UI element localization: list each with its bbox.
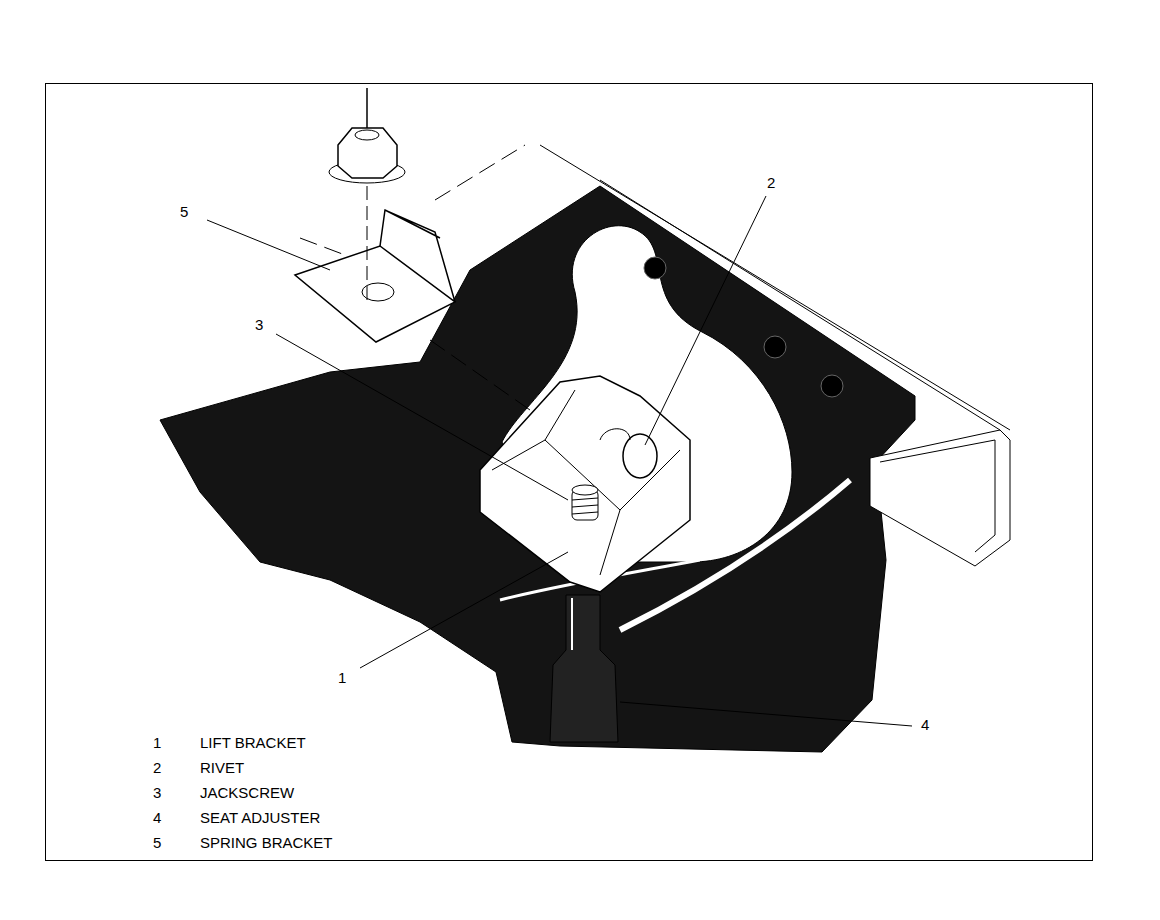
leader-line bbox=[360, 552, 568, 668]
rail-hole bbox=[821, 375, 843, 397]
callout-number: 2 bbox=[767, 174, 775, 192]
rivet bbox=[623, 434, 657, 478]
callout-number: 3 bbox=[255, 316, 263, 334]
leader-line bbox=[207, 220, 330, 270]
part-name: SEAT ADJUSTER bbox=[200, 809, 320, 827]
seat-adjuster bbox=[571, 598, 573, 650]
callout-number: 5 bbox=[180, 203, 188, 221]
key-number: 1 bbox=[153, 734, 161, 752]
part-name: RIVET bbox=[200, 759, 244, 777]
leader-line bbox=[276, 334, 568, 500]
callout-number: 1 bbox=[338, 669, 346, 687]
jackscrew bbox=[572, 485, 598, 495]
rail-channel bbox=[880, 440, 995, 552]
key-number: 4 bbox=[153, 809, 161, 827]
rivet bbox=[600, 429, 630, 440]
spring-bracket bbox=[295, 246, 455, 342]
key-number: 2 bbox=[153, 759, 161, 777]
leader-line bbox=[645, 196, 766, 445]
callout-number: 4 bbox=[921, 716, 929, 734]
lift-bracket bbox=[492, 390, 680, 575]
key-number: 3 bbox=[153, 784, 161, 802]
stud-line bbox=[367, 186, 368, 305]
rail-hole bbox=[644, 257, 666, 279]
leader-line bbox=[620, 702, 912, 726]
seat-adjuster bbox=[550, 595, 618, 742]
lift-bracket bbox=[480, 376, 690, 592]
jackscrew bbox=[572, 498, 598, 514]
frame-border bbox=[46, 84, 1093, 861]
key-number: 5 bbox=[153, 834, 161, 852]
rail-hole bbox=[764, 336, 786, 358]
part-name: JACKSCREW bbox=[200, 784, 294, 802]
part-name: LIFT BRACKET bbox=[200, 734, 306, 752]
floor-pan bbox=[160, 186, 915, 752]
part-name: SPRING BRACKET bbox=[200, 834, 333, 852]
nut bbox=[338, 128, 397, 178]
stud-line bbox=[366, 88, 368, 128]
alignment-line bbox=[300, 145, 530, 410]
nut bbox=[355, 130, 379, 140]
